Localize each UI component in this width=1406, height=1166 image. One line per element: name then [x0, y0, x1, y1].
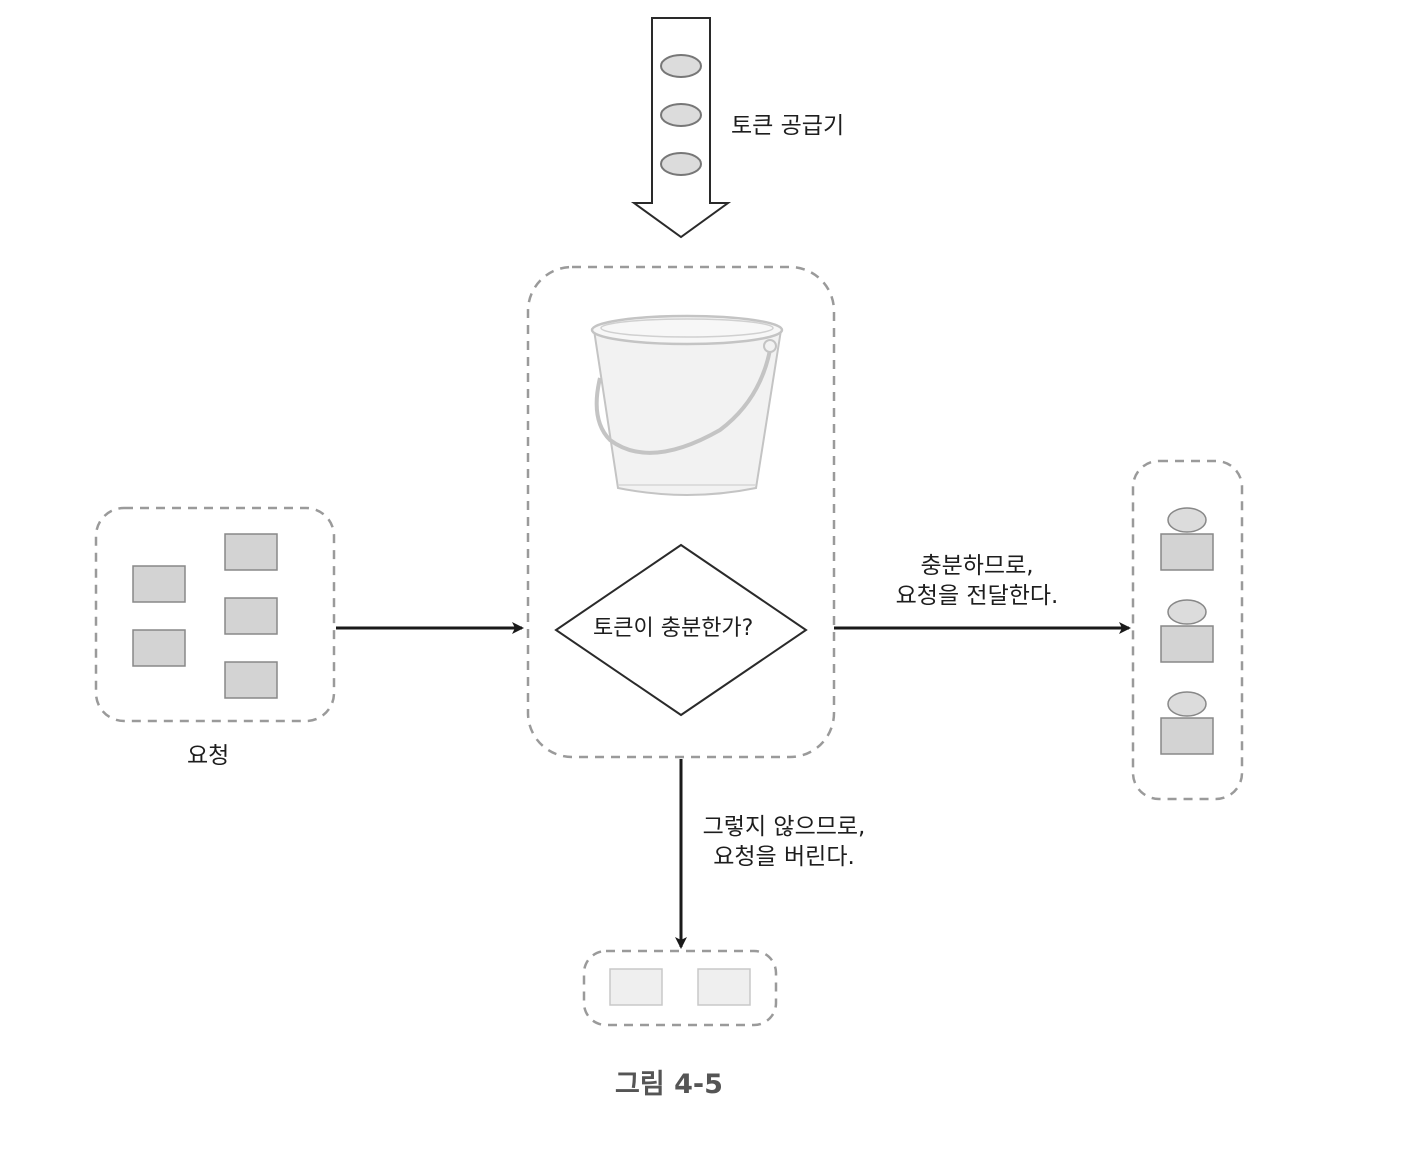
request-icon: [224, 597, 278, 635]
drop-edge-line1: 그렇지 않으므로,: [702, 814, 866, 840]
request-icon: [224, 661, 278, 699]
figure-caption: 그림 4-5: [615, 1069, 723, 1100]
token-supplier-label: 토큰 공급기: [731, 113, 845, 139]
bucket-container: [526, 265, 836, 759]
forwarded-dashed-box: [1131, 459, 1244, 801]
supplier-arrow-shape: [630, 17, 732, 239]
requests-label: 요청: [187, 743, 230, 769]
token-icon: [660, 54, 702, 78]
token-icon: [660, 152, 702, 176]
forwarded-group: [1131, 459, 1244, 801]
request-icon: [1160, 717, 1214, 755]
forward-edge-line1: 충분하므로,: [920, 553, 1034, 579]
dropped-request-icon: [609, 968, 663, 1006]
dropped-request-icon: [697, 968, 751, 1006]
token-icon: [660, 103, 702, 127]
request-icon: [224, 533, 278, 571]
request-icon: [132, 629, 186, 667]
decision-diamond: [554, 543, 808, 717]
requests-dashed-box: [94, 506, 336, 723]
token-icon: [1167, 599, 1207, 625]
request-icon: [1160, 625, 1214, 663]
drop-edge-label: 그렇지 않으므로, 요청을 버린다.: [684, 812, 884, 872]
bucket-icon: [590, 314, 784, 496]
token-icon: [1167, 691, 1207, 717]
token-supplier: [630, 17, 732, 239]
requests-group: [94, 506, 336, 723]
forward-edge-line2: 요청을 전달한다.: [895, 583, 1059, 609]
request-icon: [1160, 533, 1214, 571]
forward-edge-label: 충분하므로, 요청을 전달한다.: [877, 551, 1077, 611]
drop-edge-line2: 요청을 버린다.: [713, 844, 855, 870]
token-icon: [1167, 507, 1207, 533]
decision-label: 토큰이 충분한가?: [593, 616, 754, 641]
dropped-group: [582, 949, 778, 1027]
request-icon: [132, 565, 186, 603]
dropped-dashed-box: [582, 949, 778, 1027]
bucket-dashed-box: [526, 265, 836, 759]
